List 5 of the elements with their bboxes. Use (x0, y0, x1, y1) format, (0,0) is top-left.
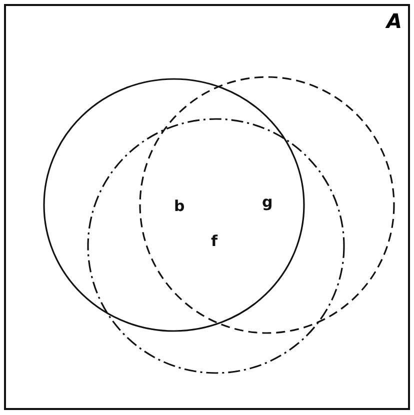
panel-letter: A (386, 11, 402, 31)
region-letter: g (262, 195, 273, 210)
region-letter: f (211, 234, 218, 249)
panel-frame (4, 4, 410, 410)
region-letter: b (174, 199, 185, 214)
